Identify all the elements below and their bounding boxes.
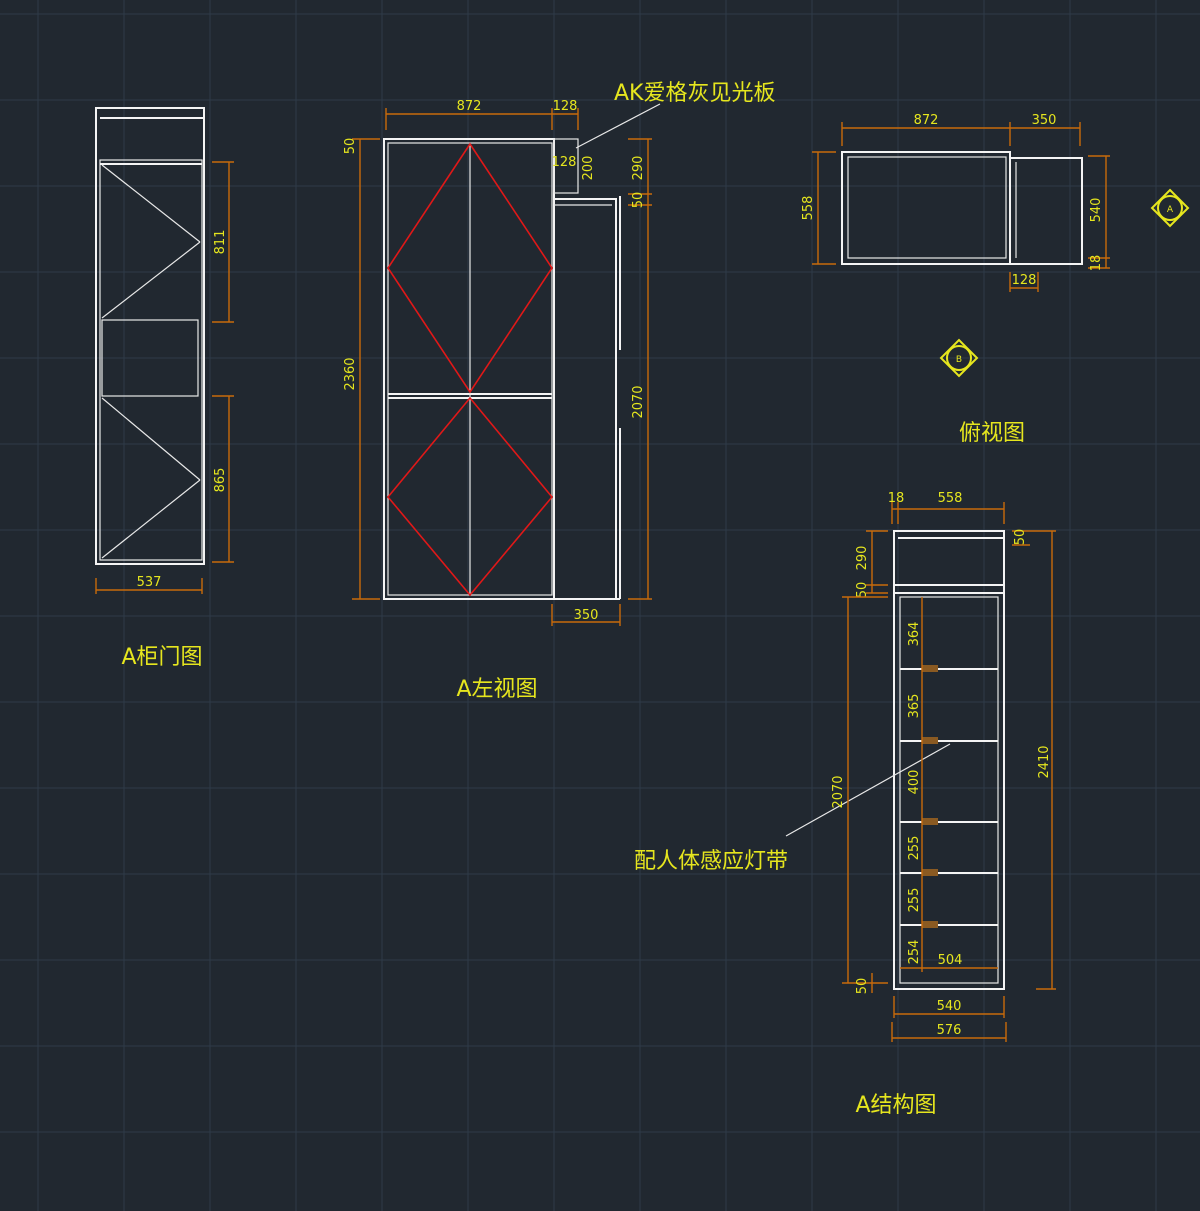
view-marker-b-label: B: [956, 355, 962, 365]
dim-350-left: 350: [574, 608, 599, 623]
panel-note: AK爱格灰见光板: [614, 81, 775, 106]
light-strip-marker: [922, 869, 938, 876]
dim-364: 364: [907, 622, 922, 647]
dim-350-top: 350: [1032, 113, 1057, 128]
dim-50-left: 50: [343, 138, 358, 155]
dim-400: 400: [907, 770, 922, 795]
dim-872-left: 872: [457, 99, 482, 114]
dim-558-struct: 558: [938, 491, 963, 506]
dim-18-top: 18: [1089, 255, 1104, 272]
door-view: 811 865 537 A柜门图: [95, 107, 234, 670]
dim-2070-struct: 2070: [831, 775, 846, 808]
top-view: 872 350 558 540 18 128 A B 俯视图: [801, 113, 1190, 446]
shelves: [900, 665, 998, 928]
dim-540-struct: 540: [937, 999, 962, 1014]
dim-872-top: 872: [914, 113, 939, 128]
dim-540-top: 540: [1089, 198, 1104, 223]
view-marker-a: A: [1150, 188, 1190, 228]
dim-2070-left: 2070: [631, 385, 646, 418]
dim-504: 504: [938, 953, 963, 968]
dim-537: 537: [137, 575, 162, 590]
left-view: AK爱格灰见光板 872 128 128 200 50 2360 290 50 …: [343, 81, 775, 702]
view-marker-a-label: A: [1167, 205, 1174, 215]
left-view-title: A左视图: [456, 677, 537, 702]
dim-50b-left: 50: [631, 192, 646, 209]
structure-view-title: A结构图: [855, 1093, 936, 1118]
light-note: 配人体感应灯带: [634, 849, 788, 874]
dim-2360: 2360: [343, 357, 358, 390]
dim-18-struct: 18: [888, 491, 905, 506]
door-view-title: A柜门图: [121, 645, 202, 670]
dim-365: 365: [907, 694, 922, 719]
dim-128-left: 128: [553, 99, 578, 114]
dim-811: 811: [213, 230, 228, 255]
dim-290-left: 290: [631, 156, 646, 181]
light-strip-marker: [922, 921, 938, 928]
dim-254: 254: [907, 940, 922, 965]
dim-2410: 2410: [1037, 745, 1052, 778]
view-marker-b: B: [939, 338, 979, 378]
dim-290-struct: 290: [855, 546, 870, 571]
dim-576: 576: [937, 1023, 962, 1038]
dim-200: 200: [581, 156, 596, 181]
dim-128-inner: 128: [552, 155, 577, 170]
dim-865: 865: [213, 468, 228, 493]
light-strip-marker: [922, 818, 938, 825]
dim-50-struct: 50: [1013, 529, 1028, 546]
dim-50c-struct: 50: [855, 978, 870, 995]
dim-128-top: 128: [1012, 273, 1037, 288]
light-strip-marker: [922, 737, 938, 744]
dim-558-top: 558: [801, 196, 816, 221]
top-view-title: 俯视图: [959, 421, 1025, 446]
structure-view: 配人体感应灯带 18 558 50 2410 290 50 2070 50 36…: [634, 491, 1056, 1118]
dim-255b: 255: [907, 888, 922, 913]
dim-50b-struct: 50: [855, 582, 870, 599]
dim-255a: 255: [907, 836, 922, 861]
light-strip-marker: [922, 665, 938, 672]
